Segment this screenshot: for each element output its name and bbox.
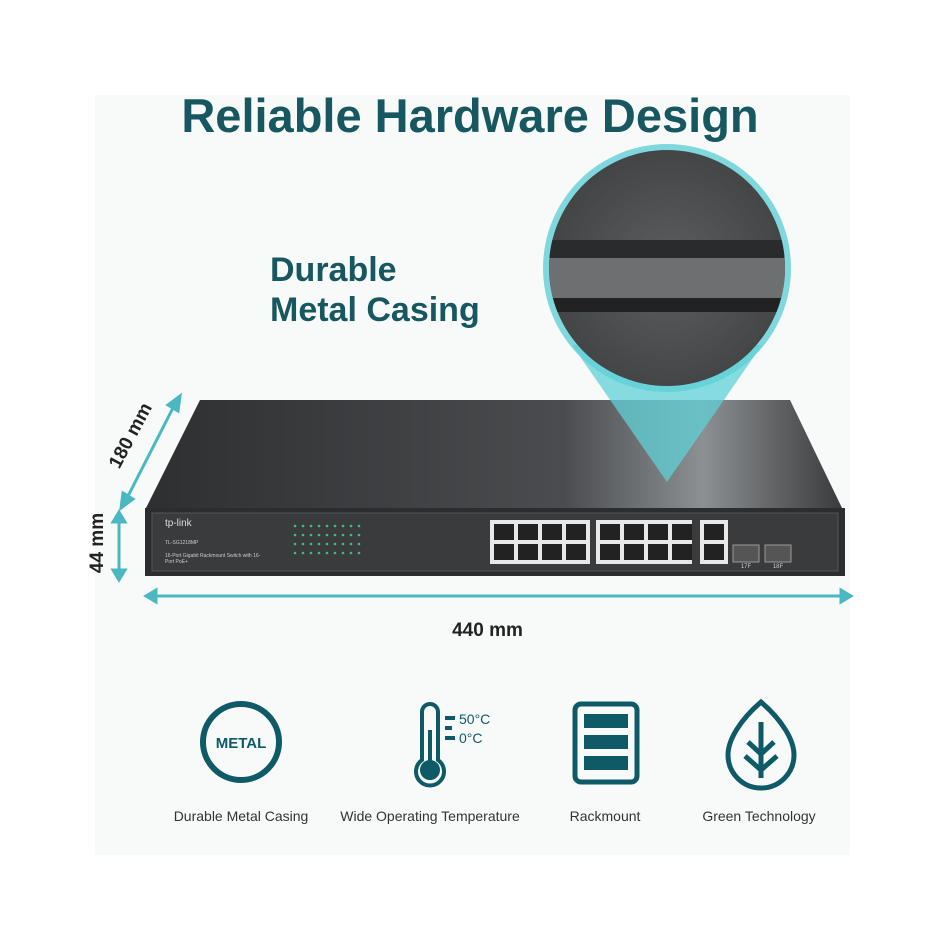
height-label: 44 mm	[87, 512, 109, 574]
status-led	[325, 524, 329, 528]
rackmount-icon	[572, 701, 640, 785]
device-description: 16-Port Gigabit Rackmount Switch with 16…	[165, 553, 261, 565]
status-led	[301, 533, 305, 537]
rj45-port	[600, 524, 620, 540]
status-led	[341, 533, 345, 537]
rj45-port	[704, 544, 724, 560]
model-label: TL-SG1218MP	[165, 540, 199, 546]
svg-text:50°C: 50°C	[459, 711, 490, 727]
status-led	[357, 542, 361, 546]
rj45-port	[494, 524, 514, 540]
svg-text:0°C: 0°C	[459, 730, 483, 746]
feature-label: Wide Operating Temperature	[340, 808, 520, 824]
status-led	[301, 542, 305, 546]
status-led	[349, 551, 353, 555]
sfp-port	[764, 544, 792, 563]
status-led	[325, 533, 329, 537]
status-led	[333, 524, 337, 528]
status-led	[357, 551, 361, 555]
sfp-port-label-18f: 18F	[772, 564, 784, 570]
rj45-port	[672, 524, 692, 540]
svg-text:METAL: METAL	[216, 735, 267, 752]
rj45-port	[542, 544, 562, 560]
rj45-port	[518, 544, 538, 560]
status-led	[309, 542, 313, 546]
rj45-port	[600, 544, 620, 560]
status-led	[333, 533, 337, 537]
rj45-port	[566, 524, 586, 540]
feature-label: Rackmount	[569, 808, 641, 824]
rj45-port	[672, 544, 692, 560]
status-led	[325, 551, 329, 555]
rj45-port	[494, 544, 514, 560]
status-led	[317, 542, 321, 546]
feature-label: Green Technology	[702, 808, 816, 824]
leaf-icon	[725, 698, 797, 791]
status-led	[317, 551, 321, 555]
callout-line2: Metal Casing	[270, 291, 480, 329]
status-led	[309, 524, 313, 528]
callout-line1: Durable	[270, 251, 397, 289]
status-led	[293, 524, 297, 528]
status-led	[341, 551, 345, 555]
status-led	[317, 524, 321, 528]
status-led	[317, 533, 321, 537]
sfp-port-label-17f: 17F	[740, 564, 752, 570]
status-led	[293, 533, 297, 537]
status-led	[349, 524, 353, 528]
rj45-port	[648, 544, 668, 560]
status-led	[341, 524, 345, 528]
led-grid	[293, 524, 361, 555]
status-led	[301, 551, 305, 555]
metal-icon: METAL	[200, 701, 282, 783]
status-led	[293, 551, 297, 555]
status-led	[293, 542, 297, 546]
dimension-arrows	[110, 392, 854, 605]
rj45-port	[566, 544, 586, 560]
brand-logo: tp-link	[165, 518, 192, 529]
width-label: 440 mm	[452, 620, 523, 641]
rj45-port	[648, 524, 668, 540]
status-led	[309, 533, 313, 537]
page-title: Reliable Hardware Design	[181, 89, 759, 142]
status-led	[349, 542, 353, 546]
status-led	[333, 542, 337, 546]
status-led	[325, 542, 329, 546]
rj45-port	[704, 524, 724, 540]
thermometer-icon	[414, 702, 455, 788]
rj45-port	[624, 524, 644, 540]
feature-label: Durable Metal Casing	[173, 808, 309, 824]
status-led	[309, 551, 313, 555]
sfp-port	[732, 544, 760, 563]
switch-top-face	[146, 400, 842, 508]
rj45-port	[624, 544, 644, 560]
rj45-port	[542, 524, 562, 540]
status-led	[357, 533, 361, 537]
status-led	[349, 533, 353, 537]
status-led	[301, 524, 305, 528]
status-led	[357, 524, 361, 528]
rj45-port	[518, 524, 538, 540]
status-led	[333, 551, 337, 555]
feature-icons: METAL 50°C 0°C	[200, 698, 797, 791]
status-led	[341, 542, 345, 546]
